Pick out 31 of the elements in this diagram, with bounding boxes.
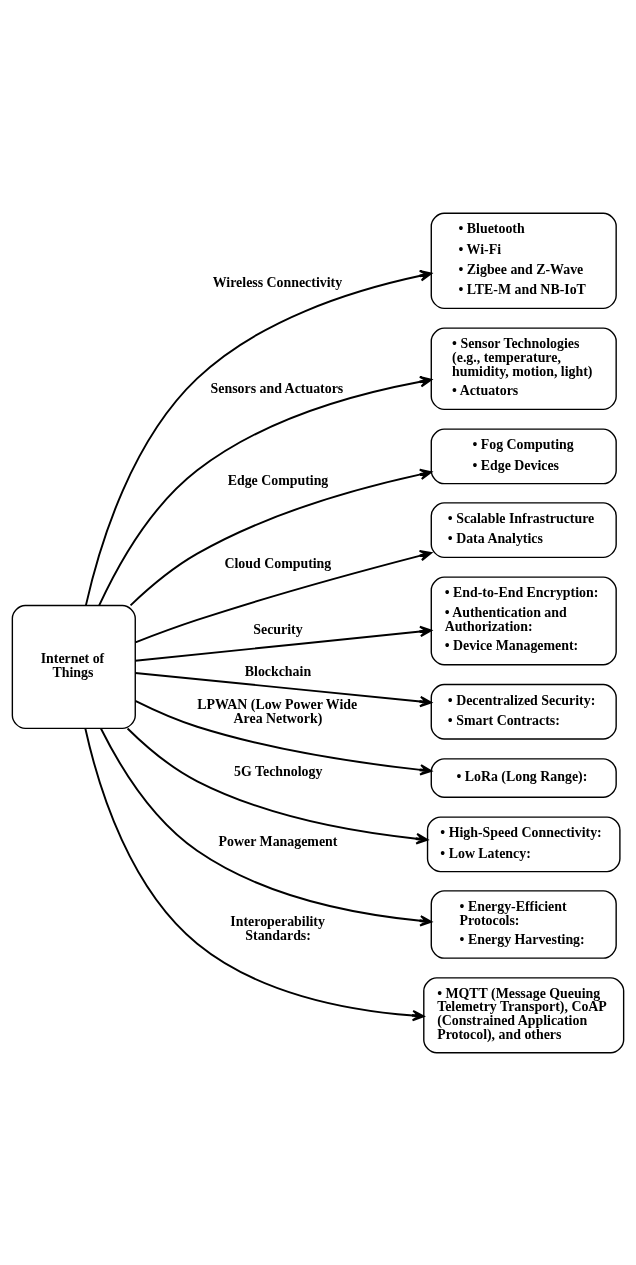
edge-label: Wireless Connectivity [212, 274, 343, 290]
arrow [84, 727, 425, 1021]
arrow [129, 468, 433, 606]
node-box: • MQTT (Message Queuing Telemetry Transport), CoAP (Constrained Application Protocol), and others [423, 976, 625, 1053]
arrow [99, 727, 433, 927]
arrow [126, 727, 429, 844]
arrow [134, 625, 432, 662]
edge-label: 5G Technology [234, 763, 323, 779]
node-box: • Energy-Efficient Protocols: • Energy Harvesting: [430, 889, 617, 959]
edge-label: Security [253, 621, 303, 637]
node-box: • Fog Computing • Edge Devices [430, 427, 617, 484]
node-box: • End-to-End Encryption: • Authentication and Authorization: • Device Management: [430, 575, 617, 665]
edge-label: Edge Computing [227, 472, 329, 488]
edge-label: Blockchain [244, 663, 312, 679]
edge-label: Sensors and Actuators [210, 380, 344, 396]
edge-label: Power Management [218, 833, 338, 849]
edge-label: Interoperability Standards: [230, 913, 325, 943]
node-box: • Sensor Technologies (e.g., temperature, humidity, motion, light) • Actuators [430, 326, 617, 410]
edge-label: LPWAN (Low Power Wide Area Network) [197, 696, 358, 726]
arrow [98, 375, 433, 606]
arrow [134, 699, 433, 776]
node-box: • Decentralized Security: • Smart Contracts: [430, 683, 617, 740]
node-box: • Scalable Infrastructure • Data Analytics [430, 501, 617, 558]
arrow [134, 671, 432, 707]
arrow [134, 549, 433, 643]
node-box: • LoRa (Long Range): [430, 757, 617, 798]
node-box: • Bluetooth • Wi-Fi • Zigbee and Z-Wave • LTE-M and NB-IoT [430, 212, 617, 309]
node-box: Internet of Things [11, 604, 136, 729]
node-box: • High-Speed Connectivity: • Low Latency: [426, 815, 621, 872]
arrow [84, 269, 433, 606]
edge-label: Cloud Computing [224, 555, 332, 571]
